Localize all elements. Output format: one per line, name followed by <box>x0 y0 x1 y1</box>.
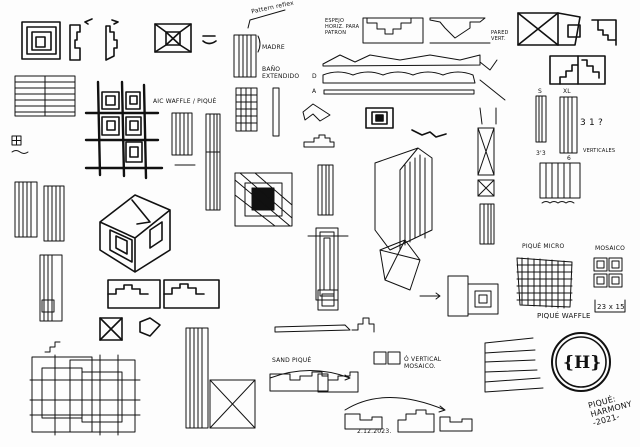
overlapping-grid-sketch <box>29 341 141 436</box>
label-wall-note: PARED VERT. <box>491 30 509 42</box>
spiral-cube-sketch <box>99 194 171 273</box>
column-modules <box>477 107 497 245</box>
mark-a: A <box>312 88 317 95</box>
layered-stripes-sketch <box>11 75 76 154</box>
pyramid-frames-right <box>517 12 617 85</box>
label-vertical: VERTICALES <box>583 148 616 154</box>
harmony-logo <box>551 332 611 392</box>
mark-d: D <box>312 73 317 80</box>
stripe-sizes-right <box>535 95 581 204</box>
spiral-grid-sketch <box>84 80 164 180</box>
waffle-grid-sketch <box>516 257 626 313</box>
lined-panel-sketch <box>484 337 544 393</box>
label-pique-micro: PIQUÉ MICRO <box>522 243 565 250</box>
striped-panel-sketch <box>233 9 286 137</box>
vertical-stripe-panels <box>171 112 221 211</box>
sand-pique-waves <box>269 351 473 433</box>
spiral-column-sketch <box>274 227 375 333</box>
label-side-note: ESPEJO HORIZ. PARA PATRON <box>325 18 360 36</box>
label-dim-2: 6 <box>567 155 572 162</box>
hatched-square-sketch <box>234 172 293 227</box>
label-size-s: S <box>538 88 543 95</box>
label-vertical-mosaic: Ó VERTICAL MOSAICO. <box>404 356 442 370</box>
logo-text: {H} <box>563 353 602 373</box>
stepped-tile-sketches <box>99 279 220 341</box>
label-bano: BAÑO EXTENDIDO <box>262 66 300 80</box>
arrow-to-detail <box>419 275 499 317</box>
stepped-profile-sketch <box>69 18 119 61</box>
label-pique-waffle: PIQUÉ WAFFLE <box>537 312 591 320</box>
label-date: 2.12.2023. <box>357 428 392 435</box>
pyramid-square-sketch <box>154 23 217 53</box>
label-waffle-pique: AIC WAFFLE / PIQUÉ <box>153 98 217 105</box>
label-size-xl: XL <box>563 88 571 95</box>
stepped-section-sketch <box>302 17 506 148</box>
label-mosaico: MOSAICO <box>595 245 626 252</box>
folded-panel-sketch <box>317 147 433 291</box>
label-size-note: 23 x 15 <box>597 303 625 311</box>
label-madre: MADRE <box>262 44 285 51</box>
concentric-square-sketch <box>21 21 61 60</box>
label-dim-1: 3'3 <box>536 150 546 157</box>
tall-panels-left <box>14 181 65 322</box>
label-sand-pique: SAND PIQUÉ <box>272 357 312 364</box>
tall-stripe-columns <box>185 327 256 429</box>
dark-frame-square <box>365 107 447 138</box>
label-question: 3 1 ? <box>580 118 603 128</box>
